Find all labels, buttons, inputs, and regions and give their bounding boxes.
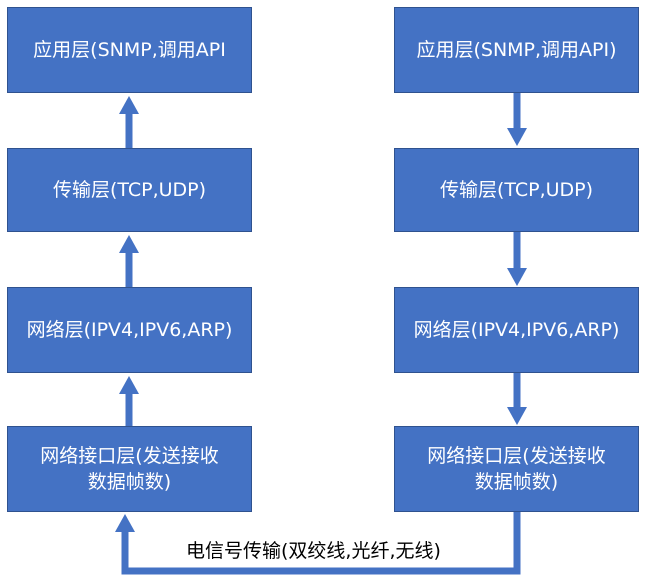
left-up-arrow-3 [119, 376, 139, 426]
left-up-arrow-1 [119, 96, 139, 148]
right-down-arrow-1 [507, 93, 527, 146]
left-transport-layer: 传输层(TCP,UDP) [7, 148, 252, 232]
left-application-layer: 应用层(SNMP,调用API [7, 7, 252, 93]
right-down-arrow-3 [507, 373, 527, 425]
physical-link-connector [115, 512, 521, 575]
right-transport-layer: 传输层(TCP,UDP) [394, 148, 639, 232]
right-down-arrow-2 [507, 232, 527, 286]
physical-link-label: 电信号传输(双绞线,光纤,无线) [186, 540, 441, 562]
left-network-interface-layer: 网络接口层(发送接收 数据帧数) [7, 426, 252, 512]
right-network-layer: 网络层(IPV4,IPV6,ARP) [394, 287, 639, 373]
left-up-arrow-2 [119, 235, 139, 287]
right-network-interface-layer: 网络接口层(发送接收 数据帧数) [394, 426, 639, 512]
left-network-layer: 网络层(IPV4,IPV6,ARP) [7, 287, 252, 373]
right-application-layer: 应用层(SNMP,调用API) [394, 7, 639, 93]
